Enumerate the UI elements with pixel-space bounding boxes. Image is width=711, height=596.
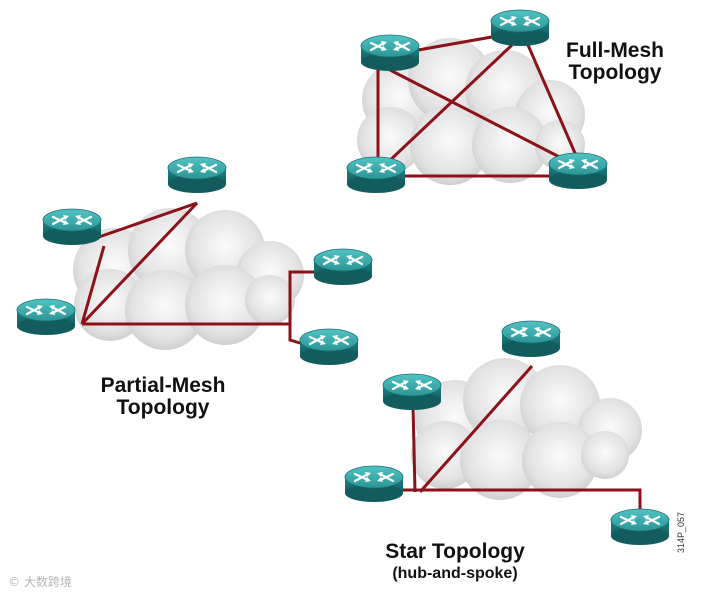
full-mesh-label: Full-Mesh Topology <box>555 39 675 85</box>
router-icon <box>500 319 562 359</box>
partial-mesh-title-line1: Partial-Mesh <box>100 374 226 397</box>
router-icon <box>381 372 443 412</box>
router-icon <box>489 8 551 48</box>
star-label: Star Topology (hub-and-spoke) <box>355 540 555 583</box>
partial-mesh-title-line2: Topology <box>116 396 210 420</box>
router-icon <box>298 327 360 367</box>
partial-mesh-label: Partial-Mesh Topology <box>78 374 248 420</box>
router-icon <box>345 155 407 195</box>
router-icon <box>15 297 77 337</box>
router-icon <box>343 464 405 504</box>
router-icon <box>547 151 609 191</box>
router-icon <box>312 247 374 287</box>
router-icon <box>359 33 421 73</box>
cloud-star <box>411 358 642 500</box>
star-links <box>400 365 642 515</box>
full-mesh-title-line2: Topology <box>568 61 662 85</box>
star-subtitle: (hub-and-spoke) <box>392 565 518 583</box>
star-title: Star Topology <box>385 540 525 563</box>
full-mesh-title-line1: Full-Mesh <box>566 39 664 62</box>
router-icon <box>609 507 671 547</box>
cloud-full-mesh <box>357 38 585 185</box>
router-icon <box>166 155 228 195</box>
figure-code: 314P_057 <box>676 511 686 553</box>
watermark: © 大数跨境 <box>8 575 72 589</box>
router-icon <box>41 207 103 247</box>
cloud-partial-mesh <box>73 208 304 350</box>
full-mesh-links <box>376 30 580 178</box>
